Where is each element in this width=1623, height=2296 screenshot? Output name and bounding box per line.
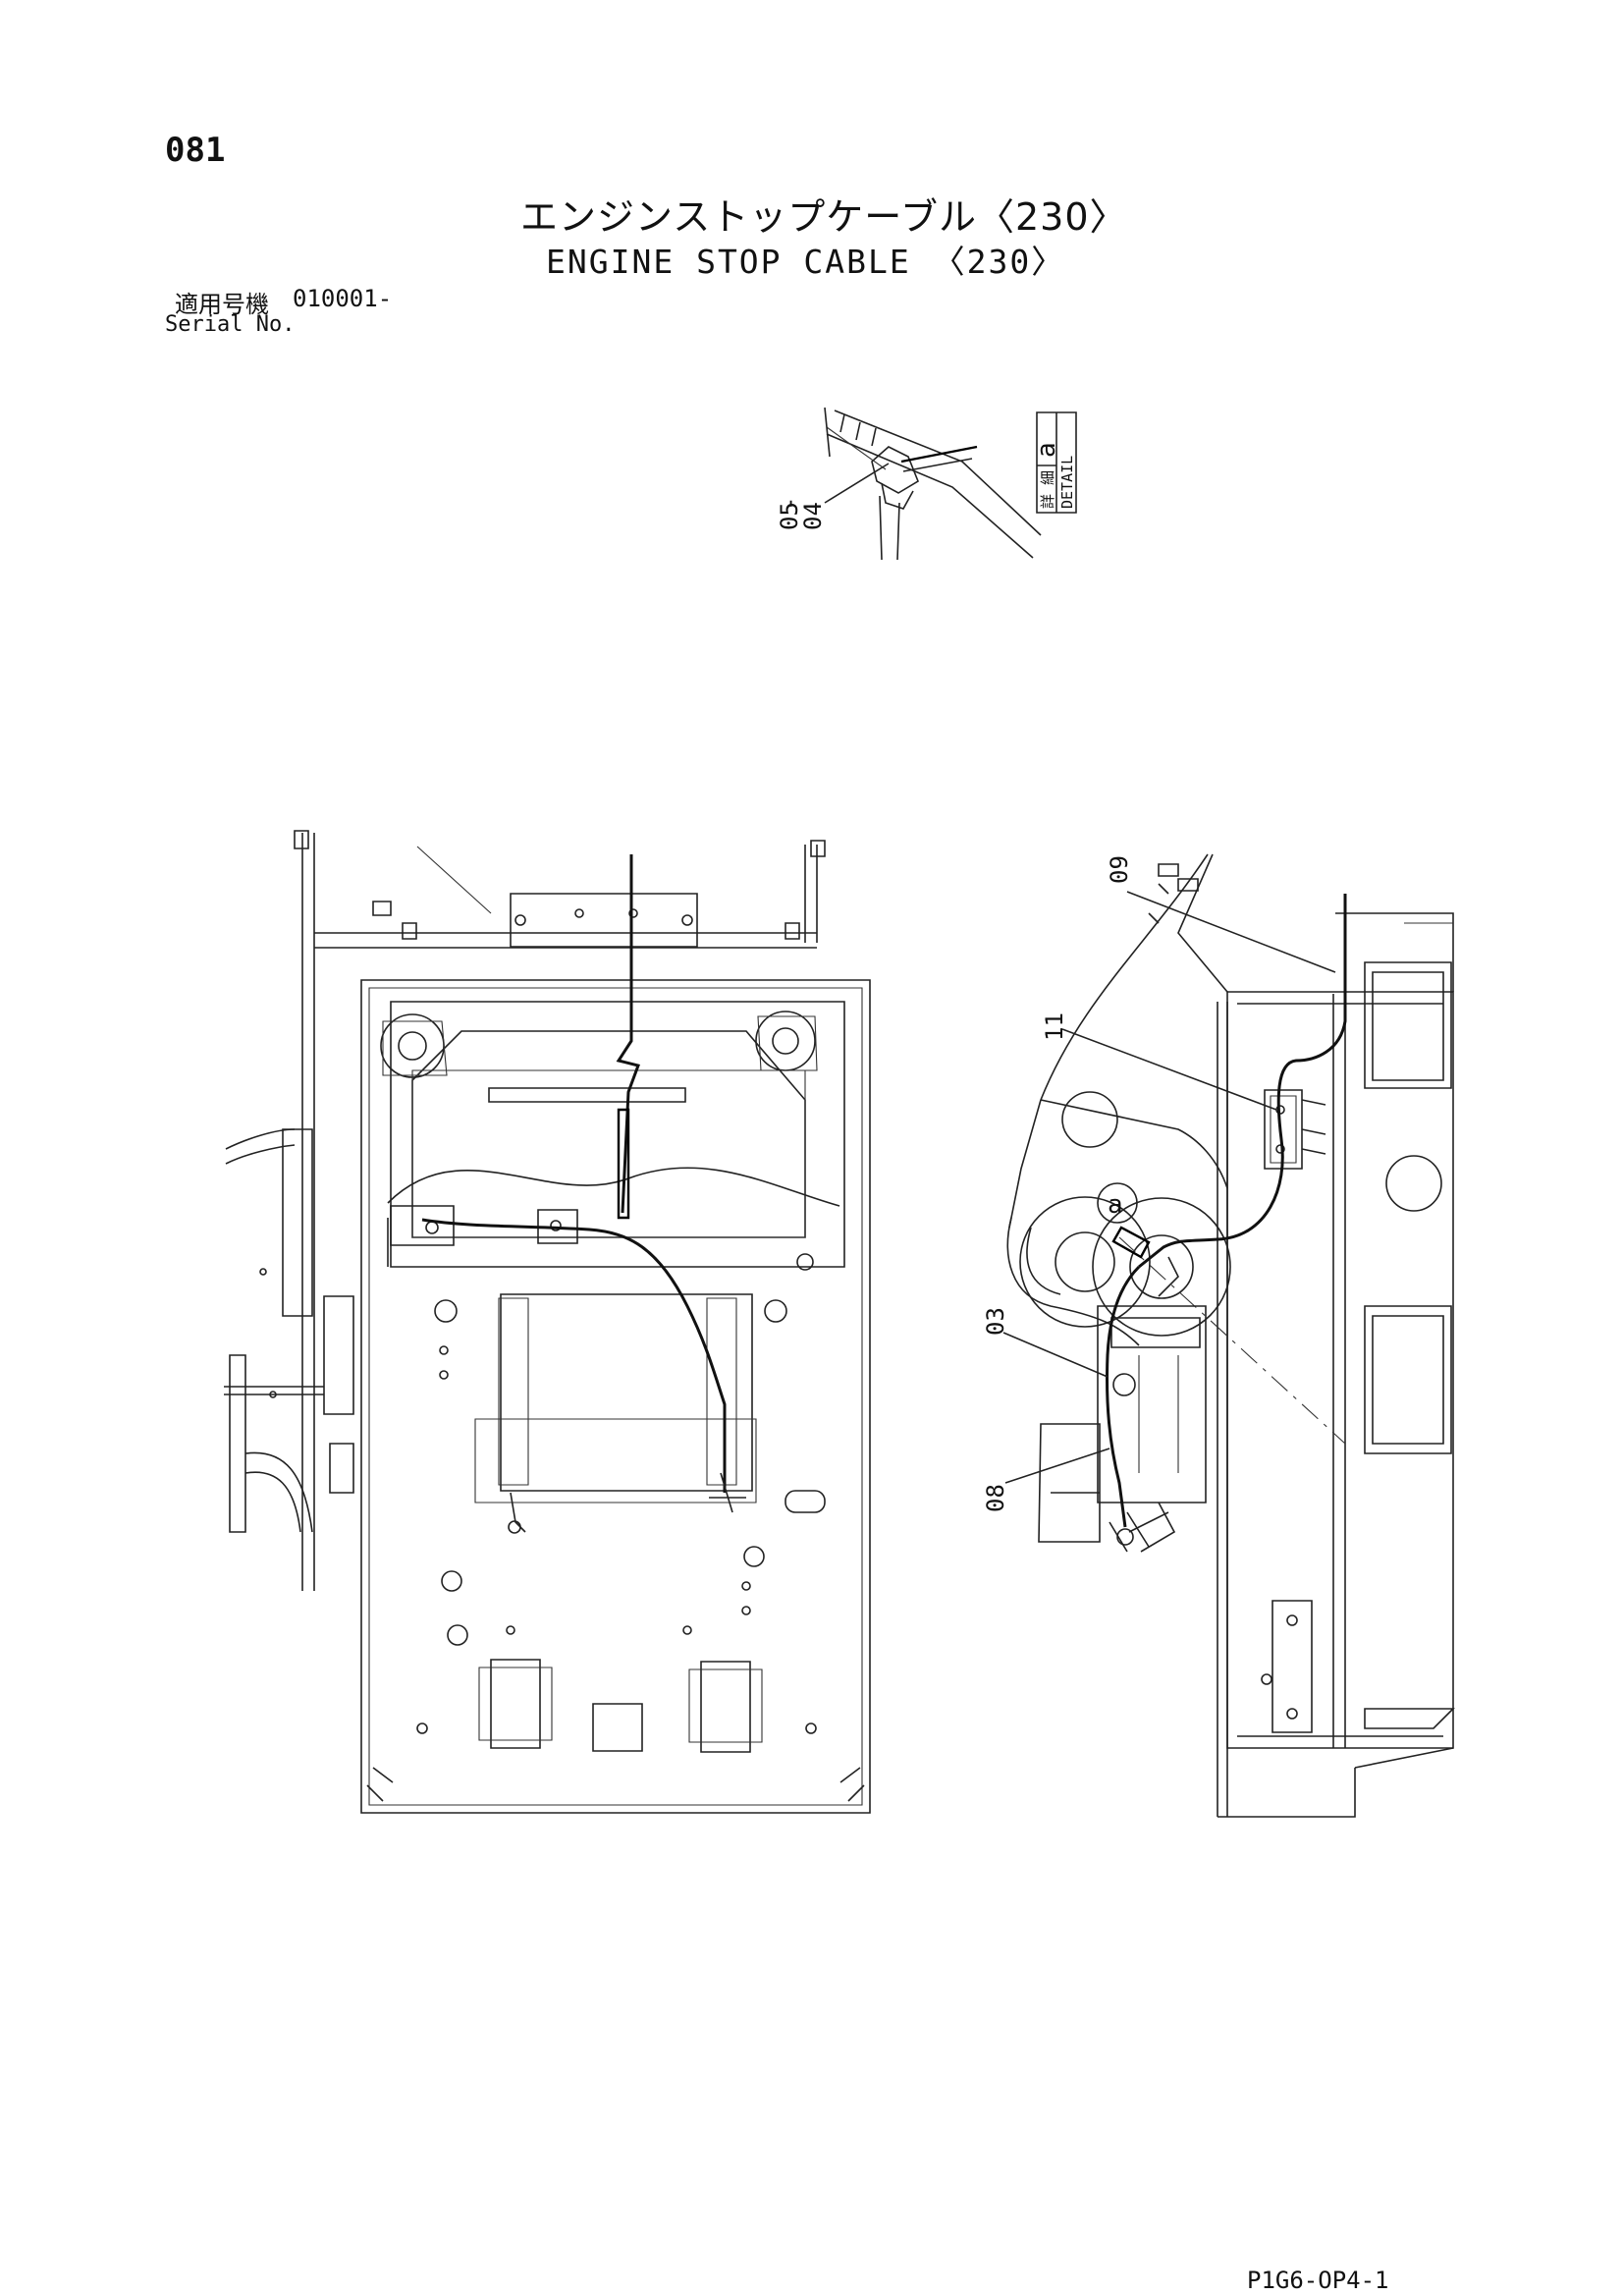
detail-box-en: DETAIL <box>1058 456 1076 509</box>
page-number: 081 <box>165 131 226 170</box>
detail-a-marker <box>1098 1183 1137 1223</box>
detail-box-jp: 詳 細 <box>1039 470 1056 509</box>
callout-11: 11 <box>1041 1012 1068 1041</box>
side-view: a <box>1007 854 1453 1817</box>
title-japanese: エンジンストップケーブル〈230〉 <box>520 195 1128 239</box>
serial-label-japanese: 適用号機 <box>175 291 269 318</box>
serial-label-english: Serial No. <box>165 312 296 337</box>
detail-a-callout: 05 - 04 <box>776 464 889 530</box>
callout-03: 03 <box>982 1307 1009 1336</box>
detail-box-letter: a <box>1032 442 1061 458</box>
detail-a-view <box>825 408 1041 560</box>
document-code: P1G6-OP4-1 <box>1247 2267 1389 2294</box>
callout-separator: - <box>776 497 803 511</box>
side-view-callouts: 09 11 03 08 <box>982 855 1335 1512</box>
title-english: ENGINE STOP CABLE 〈230〉 <box>546 243 1066 281</box>
callout-08: 08 <box>982 1484 1009 1512</box>
detail-a-marker-letter: a <box>1108 1190 1123 1220</box>
callout-04: 04 <box>799 502 827 530</box>
detail-label-box: 詳 細 DETAIL a <box>1032 412 1076 513</box>
plan-view <box>224 831 870 1813</box>
callout-05: 05 <box>776 502 803 530</box>
serial-number-value: 010001- <box>293 285 393 312</box>
callout-09: 09 <box>1106 855 1133 884</box>
